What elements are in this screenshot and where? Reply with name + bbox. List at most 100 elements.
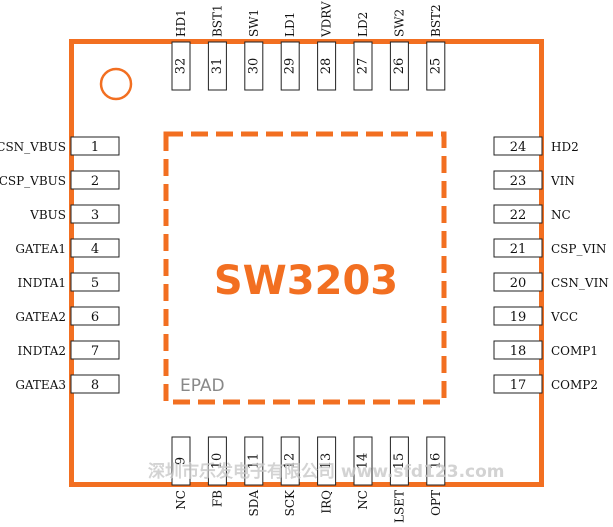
pin-pad xyxy=(493,306,543,326)
pin-number: 5 xyxy=(91,276,99,291)
pin-label: COMP2 xyxy=(551,378,598,392)
pin-pad xyxy=(426,41,446,91)
pin-label: IRQ xyxy=(320,490,334,514)
pin-label: HD1 xyxy=(174,9,188,37)
pin-label: COMP1 xyxy=(551,344,598,358)
pin-number: 20 xyxy=(510,276,527,291)
pin-number: 15 xyxy=(392,453,407,470)
pin-label: INDTA2 xyxy=(17,344,66,358)
pin-number: 13 xyxy=(319,453,334,470)
pin-pad xyxy=(70,340,120,360)
pin-number: 6 xyxy=(91,310,99,325)
pin-number: 11 xyxy=(246,453,261,470)
pin-pad xyxy=(171,41,191,91)
pin-label: SW2 xyxy=(392,9,406,37)
pin-number: 32 xyxy=(174,58,189,75)
pin-17: 17 COMP2 xyxy=(493,374,598,394)
pin-pad xyxy=(353,41,373,91)
pin-pad xyxy=(426,436,446,486)
pin-pad xyxy=(70,204,120,224)
pin-number: 8 xyxy=(91,378,99,393)
pin-pad xyxy=(493,204,543,224)
pin-pad xyxy=(171,436,191,486)
pin-pad xyxy=(70,170,120,190)
pin-label: LSET xyxy=(392,490,406,523)
pin-pad xyxy=(493,374,543,394)
pin-pad xyxy=(493,136,543,156)
pin-number: 7 xyxy=(91,344,99,359)
pin-number: 19 xyxy=(510,310,527,325)
pin-number: 28 xyxy=(319,58,334,75)
pin-label: VCC xyxy=(550,310,578,324)
pin-label: FB xyxy=(210,490,224,507)
pin-20: 20 CSN_VIN xyxy=(493,272,609,292)
watermark-text: 深圳市乐发电子有限公司 www.sfd123.com xyxy=(148,461,505,482)
pin-number: 22 xyxy=(510,208,527,223)
pin-number: 16 xyxy=(428,453,443,470)
pin-6: 6 GATEA2 xyxy=(15,306,120,326)
pin-label: GATEA1 xyxy=(15,242,66,256)
pin-pad xyxy=(70,136,120,156)
pin-number: 29 xyxy=(283,58,298,75)
pin-pad xyxy=(353,436,373,486)
exposed-pad-outline xyxy=(163,131,447,405)
pin-label: HD2 xyxy=(551,140,579,154)
pin-label: SW1 xyxy=(247,9,261,37)
package-outline xyxy=(69,39,544,487)
pin-pad xyxy=(207,436,227,486)
pin-pad xyxy=(317,41,337,91)
pin-label: NC xyxy=(356,490,370,510)
pin-label: GATEA2 xyxy=(15,310,66,324)
pin-label: SDA xyxy=(247,490,261,517)
pin-label: GATEA3 xyxy=(15,378,66,392)
pin-32: 32 HD1 xyxy=(171,9,191,91)
pin-number: 31 xyxy=(210,58,225,75)
pin-number: 4 xyxy=(91,242,99,257)
pin-number: 24 xyxy=(510,140,527,155)
pin-pad xyxy=(207,41,227,91)
pin-label: CSP_VBUS xyxy=(0,174,66,188)
pin-number: 27 xyxy=(356,58,371,75)
pin-pad xyxy=(280,436,300,486)
pin-pad xyxy=(70,272,120,292)
pin-number: 26 xyxy=(392,58,407,75)
pin-number: 30 xyxy=(246,58,261,75)
pin-19: 19 VCC xyxy=(493,306,578,326)
pin-label: NC xyxy=(174,490,188,510)
pin-label: OPT xyxy=(429,490,443,516)
pin-18: 18 COMP1 xyxy=(493,340,598,360)
pin-pad xyxy=(244,41,264,91)
pin-pad xyxy=(244,436,264,486)
pin-number: 23 xyxy=(510,174,527,189)
pin-pad xyxy=(493,340,543,360)
pin-number: 25 xyxy=(428,58,443,75)
pin-pad xyxy=(493,238,543,258)
pin-pad xyxy=(280,41,300,91)
pin-label: BST1 xyxy=(210,4,224,37)
pin1-marker xyxy=(99,67,133,101)
chip-part-number: SW3203 xyxy=(214,258,398,304)
pin-label: VBUS xyxy=(29,208,66,222)
epad-label: EPAD xyxy=(180,376,225,396)
pin-label: CSN_VIN xyxy=(551,276,609,290)
pin-number: 18 xyxy=(510,344,527,359)
pin-label: SCK xyxy=(283,489,297,516)
pin-9: 9NC xyxy=(171,436,191,510)
pin-number: 17 xyxy=(510,378,527,393)
pin-31: 31 BST1 xyxy=(207,4,227,91)
pin-4: 4 GATEA1 xyxy=(15,238,120,258)
pin-number: 21 xyxy=(510,242,527,257)
pin-30: 30 SW1 xyxy=(244,9,264,91)
